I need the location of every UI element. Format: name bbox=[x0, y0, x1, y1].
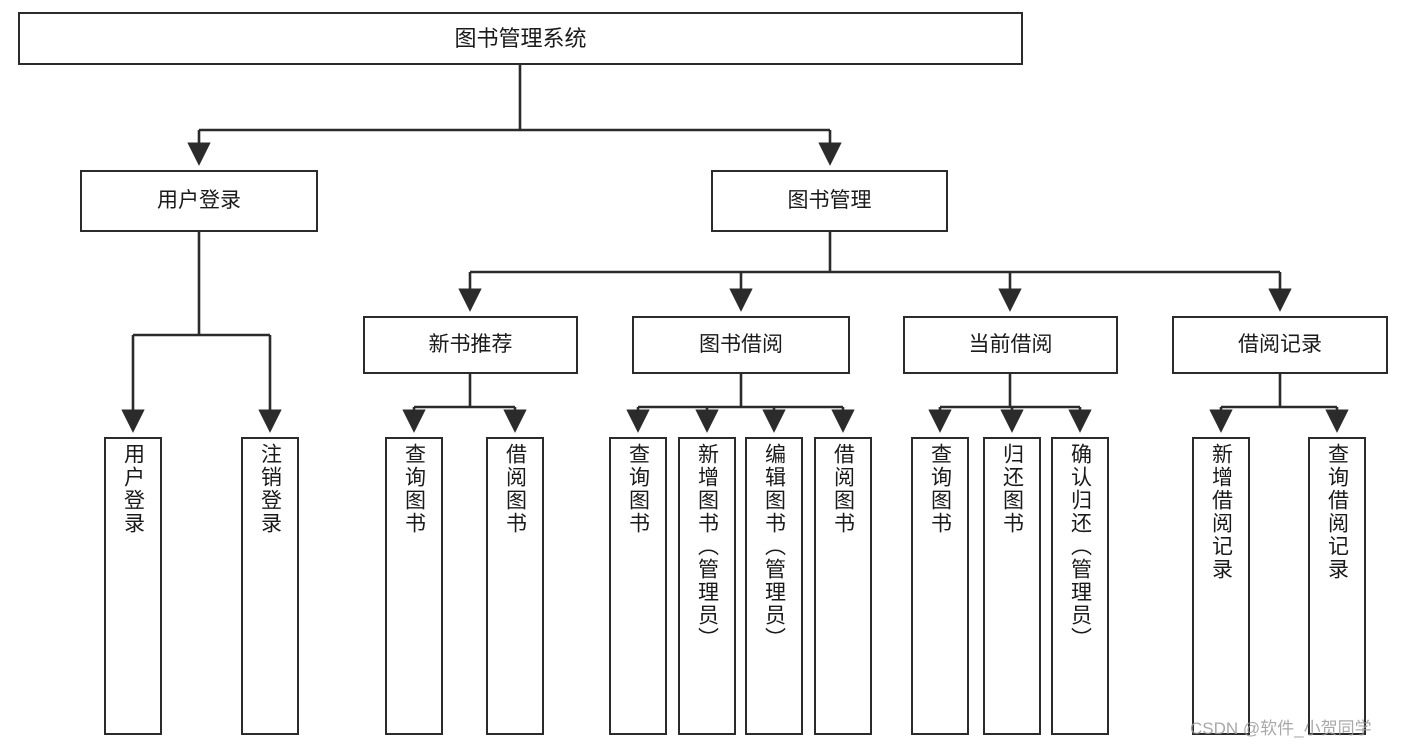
node-root[interactable]: 图书管理系统 bbox=[18, 12, 1023, 65]
node-book-borrow[interactable]: 图书借阅 bbox=[632, 316, 850, 374]
node-new-book-recommend[interactable]: 新书推荐 bbox=[363, 316, 578, 374]
node-user-login-label: 用户登录 bbox=[157, 188, 241, 212]
leaf-add-book[interactable]: 新增图书（管理员） bbox=[678, 437, 736, 735]
node-current-borrow[interactable]: 当前借阅 bbox=[903, 316, 1118, 374]
node-book-management[interactable]: 图书管理 bbox=[711, 170, 948, 232]
leaf-edit-book-label: 编辑图书（管理员） bbox=[762, 443, 786, 650]
node-borrow-record[interactable]: 借阅记录 bbox=[1172, 316, 1388, 374]
csdn-watermark: CSDN @软件_小贺同学 bbox=[1190, 719, 1372, 738]
leaf-borrow-book-label: 借阅图书 bbox=[831, 443, 855, 535]
node-current-borrow-label: 当前借阅 bbox=[968, 332, 1053, 356]
leaf-query-book-borrow[interactable]: 查询图书 bbox=[609, 437, 667, 735]
node-book-management-label: 图书管理 bbox=[787, 188, 872, 212]
leaf-query-book-recommend[interactable]: 查询图书 bbox=[385, 437, 443, 735]
leaf-user-login-label: 用户登录 bbox=[121, 443, 145, 535]
leaf-borrow-book-recommend[interactable]: 借阅图书 bbox=[486, 437, 544, 735]
leaf-query-book-current[interactable]: 查询图书 bbox=[911, 437, 969, 735]
leaf-query-borrow-record[interactable]: 查询借阅记录 bbox=[1308, 437, 1366, 735]
node-user-login[interactable]: 用户登录 bbox=[80, 170, 318, 232]
leaf-logout-login-label: 注销登录 bbox=[258, 443, 282, 535]
leaf-return-book[interactable]: 归还图书 bbox=[983, 437, 1041, 735]
node-book-borrow-label: 图书借阅 bbox=[699, 332, 783, 356]
node-new-book-recommend-label: 新书推荐 bbox=[428, 332, 513, 356]
leaf-query-borrow-record-label: 查询借阅记录 bbox=[1325, 443, 1349, 581]
leaf-user-login[interactable]: 用户登录 bbox=[104, 437, 162, 735]
leaf-query-book-recommend-label: 查询图书 bbox=[402, 443, 426, 535]
leaf-borrow-book-recommend-label: 借阅图书 bbox=[503, 443, 527, 535]
leaf-query-book-current-label: 查询图书 bbox=[928, 443, 952, 535]
leaf-borrow-book[interactable]: 借阅图书 bbox=[814, 437, 872, 735]
leaf-return-book-label: 归还图书 bbox=[1000, 443, 1024, 535]
leaf-query-book-borrow-label: 查询图书 bbox=[626, 443, 650, 535]
leaf-logout-login[interactable]: 注销登录 bbox=[241, 437, 299, 735]
node-root-label: 图书管理系统 bbox=[454, 25, 587, 51]
leaf-confirm-return[interactable]: 确认归还（管理员） bbox=[1051, 437, 1109, 735]
leaf-edit-book[interactable]: 编辑图书（管理员） bbox=[745, 437, 803, 735]
leaf-add-book-label: 新增图书（管理员） bbox=[695, 443, 719, 650]
leaf-add-borrow-record[interactable]: 新增借阅记录 bbox=[1192, 437, 1250, 735]
leaf-add-borrow-record-label: 新增借阅记录 bbox=[1209, 443, 1233, 581]
leaf-confirm-return-label: 确认归还（管理员） bbox=[1068, 443, 1092, 650]
node-borrow-record-label: 借阅记录 bbox=[1238, 332, 1322, 356]
